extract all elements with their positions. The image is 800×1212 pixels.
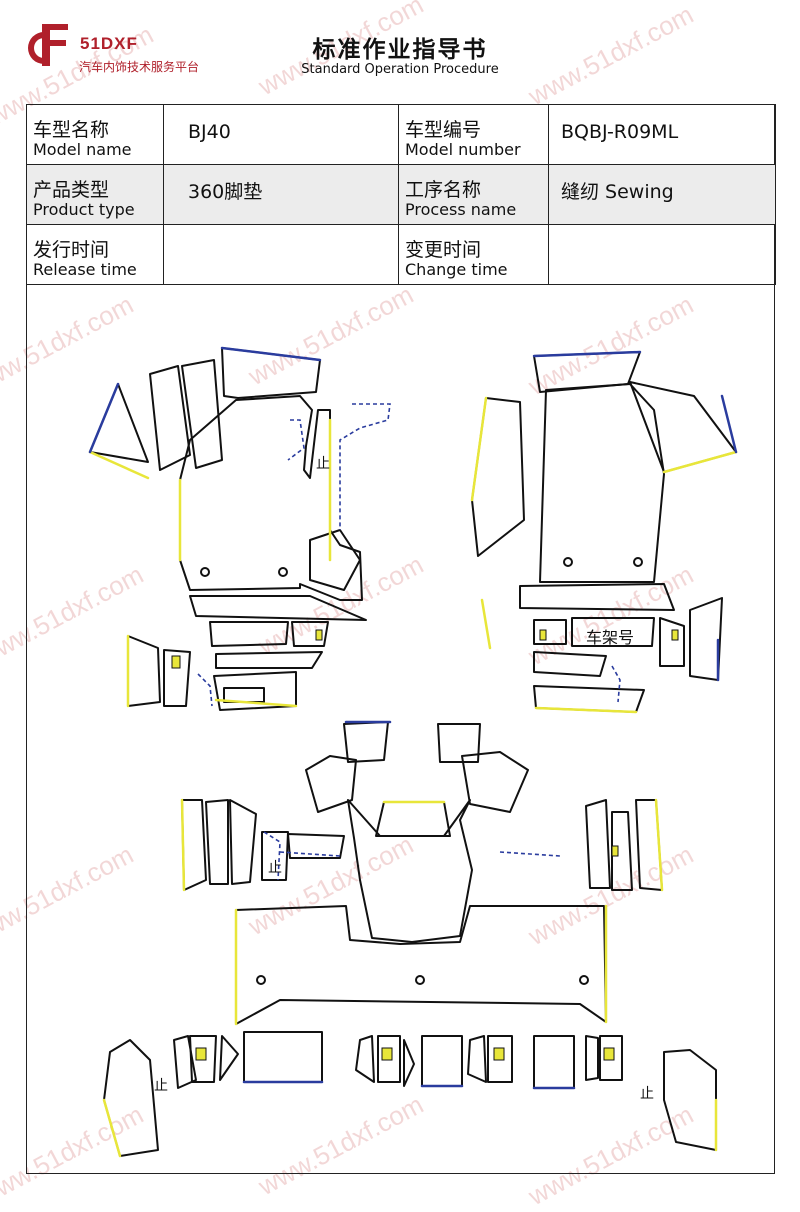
brand-name: 51DXF xyxy=(80,34,138,53)
release-time-label: 发行时间 Release time xyxy=(26,224,164,285)
brand-subtitle: 汽车内饰技术服务平台 xyxy=(79,60,200,74)
product-type-label: 产品类型 Product type xyxy=(26,164,164,225)
mat-front-left-holes xyxy=(200,567,288,577)
stop-mark-2: 止 xyxy=(268,860,282,876)
info-row-model: 车型名称 Model name BJ40 车型编号 Model number B… xyxy=(26,104,776,165)
stop-mark-3: 止 xyxy=(154,1078,168,1094)
edge-highlights xyxy=(88,346,738,1158)
mat-rear xyxy=(181,799,663,1025)
change-time-value xyxy=(548,224,776,285)
frame-number-label: 车架号 xyxy=(586,628,634,647)
model-name-label: 车型名称 Model name xyxy=(26,104,164,165)
page-header: 51DXF 汽车内饰技术服务平台 标准作业指导书 Standard Operat… xyxy=(0,0,800,100)
mat-front-right-holes xyxy=(563,557,643,567)
mat-front-left xyxy=(89,347,367,711)
model-number-value: BQBJ-R09ML xyxy=(548,104,776,165)
process-name-value: 缝纫 Sewing xyxy=(548,164,776,225)
stop-mark-4: 止 xyxy=(640,1086,654,1102)
brand-logo-icon xyxy=(28,24,68,66)
info-row-product: 产品类型 Product type 360脚垫 工序名称 Process nam… xyxy=(26,164,776,225)
change-time-label: 变更时间 Change time xyxy=(398,224,549,285)
product-type-value: 360脚垫 xyxy=(163,164,399,225)
info-row-time: 发行时间 Release time 变更时间 Change time xyxy=(26,224,776,285)
mat-centre-tunnel xyxy=(305,721,529,943)
release-time-value xyxy=(163,224,399,285)
yellow-marker-squares xyxy=(171,629,679,1061)
info-table: 车型名称 Model name BJ40 车型编号 Model number B… xyxy=(26,104,776,285)
document-subtitle: Standard Operation Procedure xyxy=(301,62,499,77)
mat-front-right xyxy=(471,351,737,713)
mat-rear-holes xyxy=(256,975,589,985)
model-name-value: BJ40 xyxy=(163,104,399,165)
document-title: 标准作业指导书 xyxy=(312,37,488,63)
seam-lines xyxy=(197,403,621,881)
model-number-label: 车型编号 Model number xyxy=(398,104,549,165)
pattern-drawing: 车架号 止 止 止 止 xyxy=(88,346,738,1158)
process-name-label: 工序名称 Process name xyxy=(398,164,549,225)
stop-mark-1: 止 xyxy=(316,456,330,472)
